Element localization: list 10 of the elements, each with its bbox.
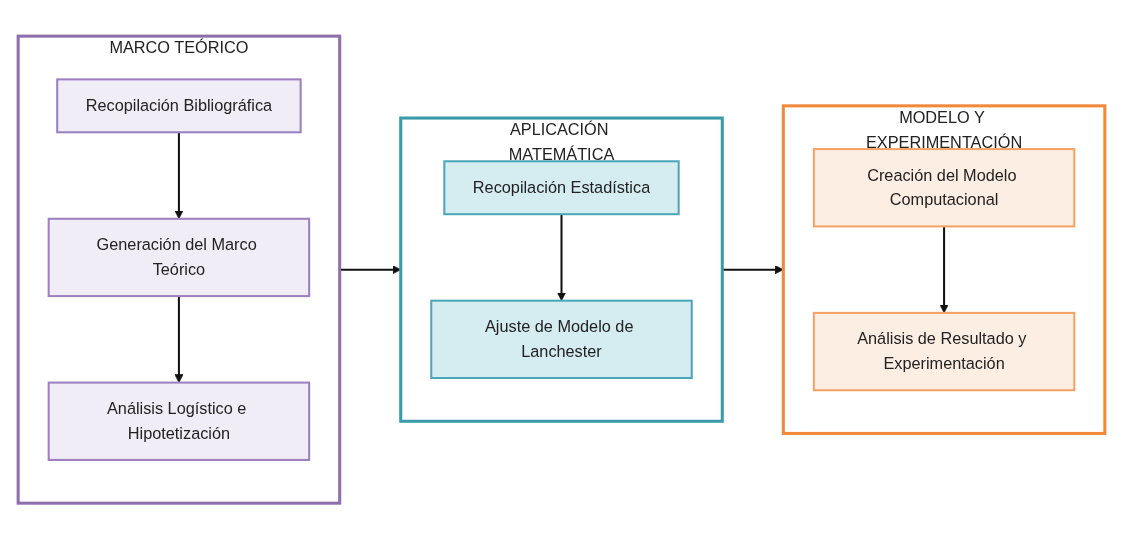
node-box: Creación del Modelo Computacional [812, 148, 1076, 228]
arrow [174, 132, 184, 220]
node-box: Recopilación Estadística [443, 160, 680, 216]
node-box: Análisis de Resultado y Experimentación [812, 312, 1076, 392]
node-box: Generación del Marco Teórico [47, 218, 311, 298]
node-box: Ajuste de Modelo de Lanchester [430, 300, 693, 380]
node-box: Análisis Logístico e Hipotetización [47, 381, 311, 462]
arrow [557, 214, 566, 302]
arrow [939, 226, 949, 314]
node-box: Recopilación Bibliográfica [56, 78, 302, 134]
